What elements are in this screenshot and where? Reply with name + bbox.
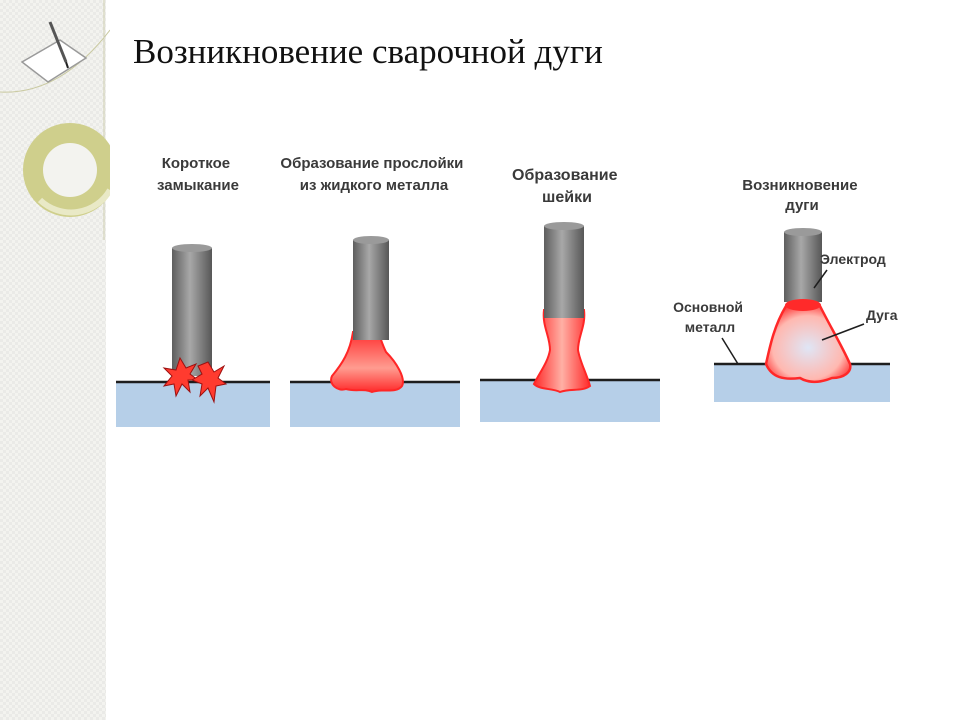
welding-arc: [764, 304, 852, 383]
spark-icon: [190, 361, 228, 404]
electrode-rod: [172, 248, 212, 376]
stage-label: Образование шейки: [512, 167, 622, 206]
molten-drop: [785, 299, 821, 311]
ring-ornament-icon: [23, 123, 110, 217]
stage-neck-formation: Образование шейки: [480, 167, 660, 422]
stage-label: Образование прослойки из жидкого металла: [280, 155, 467, 194]
molten-layer: [330, 331, 404, 394]
stage-label: Короткое замыкание: [157, 155, 239, 194]
stage-label: Возникновение дуги: [742, 177, 861, 214]
left-decorative-strip: [0, 0, 106, 720]
spark-icon: [162, 356, 200, 398]
base-metal-plate: [116, 382, 270, 427]
accent-curve: [0, 29, 110, 93]
stage-arc-ignition: Возникновение дуги Электрод Дуга Основно…: [673, 177, 898, 402]
callout-line: [821, 323, 865, 341]
welding-arc-diagram: Короткое замыкание Образование прослойки…: [116, 155, 898, 427]
paper-pen-icon: [20, 21, 88, 83]
electrode-rod: [353, 240, 389, 340]
electrode-rod: [784, 232, 822, 302]
callout-arc: Дуга: [866, 307, 898, 323]
slide-title: Возникновение сварочной дуги: [133, 32, 603, 71]
molten-neck: [532, 309, 592, 394]
callout-electrode: Электрод: [820, 251, 886, 267]
callout-line: [813, 269, 828, 289]
stage-short-circuit: Короткое замыкание: [116, 155, 270, 427]
callout-line: [721, 337, 739, 365]
slide-decoration: [0, 0, 110, 240]
stage-molten-interlayer: Образование прослойки из жидкого металла: [280, 155, 467, 427]
electrode-rod: [544, 226, 584, 318]
callout-base-metal: Основной металл: [673, 299, 747, 335]
